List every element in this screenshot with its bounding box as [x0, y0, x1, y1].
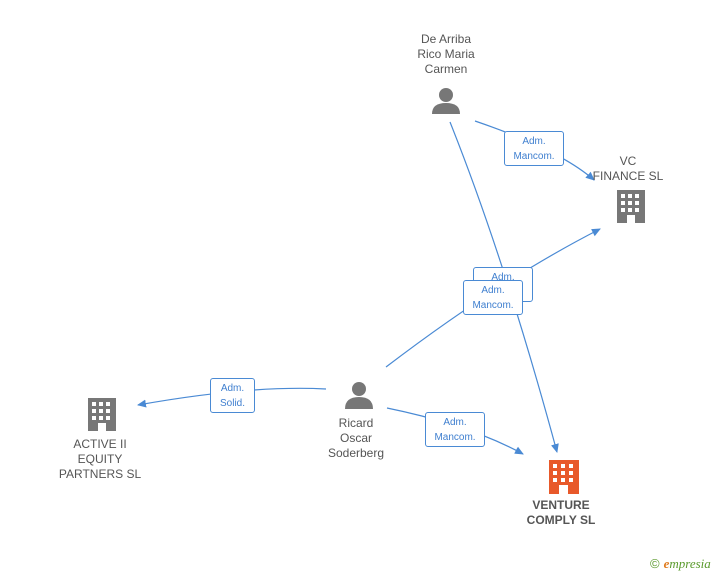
building-icon[interactable]	[88, 398, 116, 431]
building-icon[interactable]	[549, 460, 579, 494]
edge-label-box[interactable]: Adm. Solid.	[210, 378, 255, 413]
person-icon[interactable]	[432, 88, 460, 114]
node-label-venture: VENTURE COMPLY SL	[526, 498, 596, 527]
node-label-active-ii: ACTIVE II EQUITY PARTNERS SL	[58, 437, 142, 481]
node-label-ricard: Ricard Oscar Soderberg	[327, 416, 385, 460]
node-label-de-arriba: De Arriba Rico Maria Carmen	[417, 32, 475, 76]
brand-watermark: ©empresia	[650, 556, 711, 572]
brand-logo-letter: e	[663, 556, 670, 571]
copyright-symbol: ©	[650, 556, 660, 571]
person-icon[interactable]	[345, 382, 373, 409]
building-icon[interactable]	[617, 190, 645, 223]
edge-label-box[interactable]: Adm. Mancom.	[425, 412, 485, 447]
brand-name: mpresia	[669, 556, 711, 571]
edge-label-box[interactable]: Adm. Mancom.	[463, 280, 523, 315]
edge-label-box[interactable]: Adm. Mancom.	[504, 131, 564, 166]
node-label-vc-finance: VC FINANCE SL	[592, 154, 664, 183]
